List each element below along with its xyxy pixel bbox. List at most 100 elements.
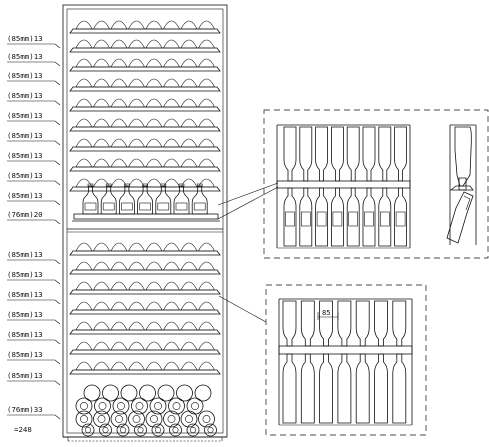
display-shelf-side-profile [446,124,477,245]
shelf-capacity-label: (85mm)13 [7,250,43,259]
bottle-shelf [69,138,221,152]
floor-bottle [81,423,95,437]
floor-bottle [112,397,130,415]
display-bottle [119,183,135,215]
bottle-shelf [69,58,221,72]
display-bottle [155,183,172,215]
floor-label: (76mm)33 [7,405,43,414]
detail-bottle-lower [374,300,388,424]
detail-dimension: 85 [322,309,330,317]
display-bottle [82,183,99,215]
leader-line-upper-b [217,186,279,220]
shelf-capacity-label: (85mm)13 [7,330,43,339]
detail-bottle-upper [394,126,407,247]
detail-bottle-upper [346,126,360,247]
floor-bottle [176,384,193,402]
detail-bottle-upper [315,126,328,247]
floor-bottle [139,384,156,402]
floor-bottle [99,423,112,437]
floor-bottle [94,397,111,415]
detail-bottle-upper [299,126,313,247]
shelf-capacity-labels-bottom: (85mm)13 (85mm)13 (85mm)13 (85mm)13 (85mm)13… [7,250,61,386]
floor-bottle [198,410,215,428]
display-bottle [191,183,208,215]
display-shelf-board [73,213,219,220]
shelf-capacity-label: (85mm)13 [7,350,43,359]
floor-bottle [102,384,119,402]
floor-bottle [134,423,147,437]
shelf-capacity-label: (85mm)13 [7,371,43,380]
floor-bottle-stack [75,384,217,437]
floor-capacity: (76mm)33 [7,405,61,420]
floor-bottle [93,410,110,428]
shelf-capacity-label: (85mm)13 [7,71,43,80]
floor-bottle [149,397,167,415]
floor-bottle [157,384,175,402]
floor-bottle [186,397,204,415]
bottle-shelf [69,98,221,112]
floor-bottle [186,423,200,437]
floor-bottle [180,410,198,428]
shelf-capacity-label: (85mm)13 [7,191,43,200]
shelf-capacity-label: (85mm)13 [7,151,43,160]
shelf-capacity-label: (85mm)13 [7,290,43,299]
display-shelf [72,183,220,222]
bottle-shelf [69,301,221,315]
display-bottle [100,183,117,215]
floor-bottle [168,397,185,415]
total-capacity-label: =248 [14,425,32,434]
detail-bottle-lower [282,300,297,424]
floor-bottle [169,423,182,437]
shelf-stack [69,20,221,375]
shelf-capacity-label: (85mm)13 [7,270,43,279]
floor-bottle [110,410,128,428]
floor-bottle [204,423,217,437]
display-shelf-rail [276,180,411,189]
shelf-capacity-labels-top: (85mm)13 (85mm)13 (85mm)13 (85mm)13 (85mm)13… [7,34,61,206]
bottle-shelf [69,39,221,53]
leader-line-lower [218,295,267,323]
shelf-capacity-label: (85mm)13 [7,310,43,319]
shelf-capacity-label: (85mm)13 [7,34,43,43]
detail-frame-lower [265,284,427,436]
floor-bottle [83,384,101,402]
shelf-capacity-label: (85mm)13 [7,111,43,120]
floor-bottle [75,397,93,415]
floor-bottle [163,410,180,428]
bottle-shelf [69,242,221,256]
display-bottle [173,183,190,215]
display-shelf-detail [263,109,489,259]
bottle-shelf [69,118,221,132]
display-shelf-label: (76mm)20 [7,210,43,219]
detail-bottle-upper [331,126,344,247]
detail-bottle-lower [319,300,333,424]
floor-bottle [116,423,130,437]
floor-bottle [131,397,148,415]
standard-shelf-rail [278,345,413,355]
detail-frame-upper [263,109,489,259]
shelf-capacity-label: (85mm)13 [7,171,43,180]
floor-bottle [194,384,212,402]
detail-bottle-upper [362,126,376,247]
bottle-shelf [69,261,221,275]
detail-bottle-upper [378,126,392,247]
bottle-shelf [69,158,221,172]
detail-bottle-lower [300,300,315,424]
detail-bottle-lower [337,300,352,424]
detail-bottle-lower [392,300,407,424]
leader-line-upper-a [217,182,279,206]
floor-bottle [75,410,93,428]
bottle-shelf [69,78,221,92]
floor-bottle [120,384,138,402]
display-shelf-capacity: (76mm)20 [7,210,61,225]
bottle-shelf [69,281,221,295]
floor-bottle [128,410,145,428]
detail-bottle-lower [355,300,370,424]
shelf-capacity-label: (85mm)13 [7,131,43,140]
detail-bottle-upper [283,126,297,247]
bottle-shelf [69,361,221,375]
shelf-capacity-label: (85mm)13 [7,52,43,61]
floor-bottle [151,423,165,437]
display-bottle [137,183,153,215]
